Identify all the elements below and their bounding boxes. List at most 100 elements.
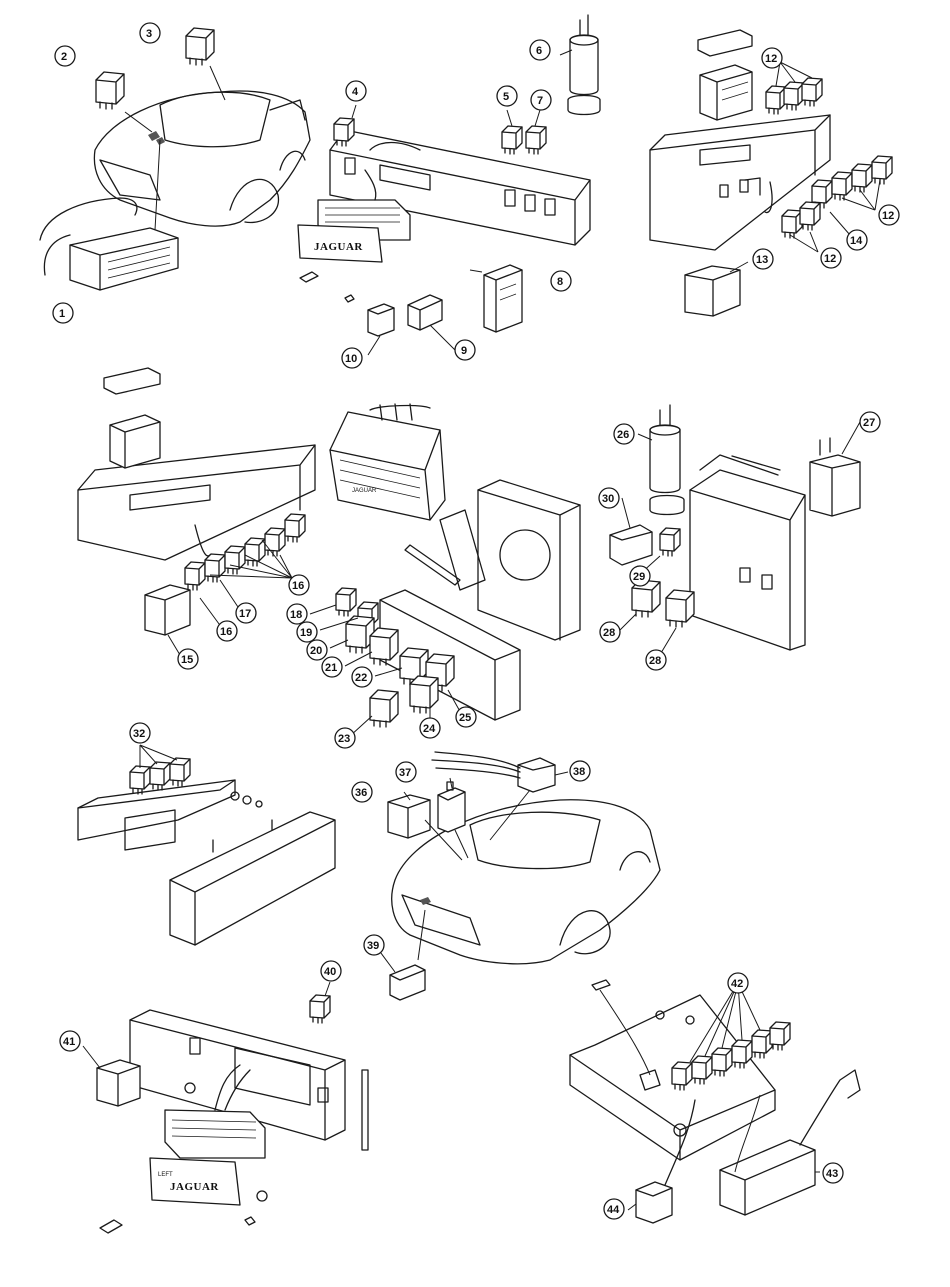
cover-panel-item-32 bbox=[169, 811, 336, 946]
connector-item-9 bbox=[407, 294, 443, 331]
callout-30: 30 bbox=[598, 487, 620, 509]
svg-text:22: 22 bbox=[355, 672, 367, 684]
svg-text:6: 6 bbox=[536, 45, 542, 57]
module-item-8 bbox=[483, 264, 523, 333]
callout-13: 13 bbox=[752, 248, 774, 270]
relay-item-13 bbox=[684, 265, 741, 317]
svg-text:27: 27 bbox=[863, 417, 875, 429]
relays-item-12-lower bbox=[781, 201, 821, 239]
callout-16-lower: 16 bbox=[216, 620, 238, 642]
callout-5: 5 bbox=[496, 85, 518, 107]
callout-28-left: 28 bbox=[599, 621, 621, 643]
fuse-box-jaguar-center: JAGUAR bbox=[297, 169, 411, 263]
ecu-module-item-1 bbox=[39, 197, 179, 291]
callout-29: 29 bbox=[629, 565, 651, 587]
svg-text:15: 15 bbox=[181, 654, 193, 666]
callout-40: 40 bbox=[320, 960, 342, 982]
svg-text:18: 18 bbox=[290, 609, 302, 621]
callout-17: 17 bbox=[235, 602, 257, 624]
relay-bracket-item-32 bbox=[77, 757, 263, 851]
svg-text:12: 12 bbox=[824, 253, 836, 265]
callout-38: 38 bbox=[569, 760, 591, 782]
connector-item-44 bbox=[635, 1099, 696, 1224]
svg-text:14: 14 bbox=[850, 235, 863, 247]
relay-item-5 bbox=[501, 125, 523, 155]
callout-22: 22 bbox=[351, 666, 373, 688]
relay-item-40 bbox=[309, 994, 331, 1024]
svg-text:30: 30 bbox=[602, 493, 614, 505]
callout-12-lower: 12 bbox=[820, 247, 842, 269]
svg-text:12: 12 bbox=[765, 53, 777, 65]
callout-12-right: 12 bbox=[878, 204, 900, 226]
callout-25: 25 bbox=[455, 706, 477, 728]
relay-panel-right-top bbox=[649, 114, 831, 251]
svg-text:42: 42 bbox=[731, 978, 743, 990]
svg-text:39: 39 bbox=[367, 940, 379, 952]
svg-text:20: 20 bbox=[310, 645, 322, 657]
capacitor-item-6 bbox=[567, 14, 601, 116]
callout-3: 3 bbox=[139, 22, 161, 44]
connector-item-10 bbox=[367, 303, 395, 337]
relay-item-15 bbox=[144, 584, 191, 636]
relay-panel-left-mid bbox=[77, 444, 316, 561]
svg-text:38: 38 bbox=[573, 766, 585, 778]
fuse-holder-right-top bbox=[697, 29, 753, 121]
switch-item-38 bbox=[431, 751, 556, 793]
relays-item-28 bbox=[631, 579, 695, 628]
callout-15: 15 bbox=[177, 648, 199, 670]
callout-39: 39 bbox=[363, 934, 385, 956]
relays-item-12-top bbox=[765, 77, 823, 115]
bracket-item-39 bbox=[389, 964, 426, 1001]
callout-20: 20 bbox=[306, 639, 328, 661]
callout-26: 26 bbox=[613, 423, 635, 445]
mounting-plate-right bbox=[689, 454, 806, 651]
svg-text:5: 5 bbox=[503, 91, 509, 103]
relay-item-3 bbox=[185, 27, 215, 66]
car-rear-center bbox=[391, 799, 661, 965]
svg-text:24: 24 bbox=[423, 723, 436, 735]
callout-43: 43 bbox=[822, 1162, 844, 1184]
callout-14: 14 bbox=[846, 229, 868, 251]
svg-text:36: 36 bbox=[355, 787, 367, 799]
svg-text:9: 9 bbox=[461, 345, 467, 357]
svg-text:16: 16 bbox=[292, 580, 304, 592]
svg-text:3: 3 bbox=[146, 28, 152, 40]
svg-text:17: 17 bbox=[239, 608, 251, 620]
left-label: LEFT bbox=[158, 1172, 173, 1178]
svg-text:41: 41 bbox=[63, 1036, 75, 1048]
svg-text:4: 4 bbox=[352, 86, 359, 98]
svg-text:1: 1 bbox=[59, 308, 65, 320]
callout-42: 42 bbox=[727, 972, 749, 994]
jaguar-logo-text: JAGUAR bbox=[314, 241, 363, 253]
relay-item-29 bbox=[659, 527, 681, 557]
capacitor-item-26 bbox=[649, 404, 685, 516]
fuse-box-jaguar-lower: JAGUAR LEFT bbox=[149, 1064, 266, 1206]
ecu-module-center-mid: JAGUAR bbox=[329, 403, 446, 521]
relay-item-2 bbox=[95, 71, 125, 110]
svg-text:44: 44 bbox=[607, 1204, 620, 1216]
mounting-plate-center bbox=[439, 479, 581, 641]
svg-text:16: 16 bbox=[220, 626, 232, 638]
svg-text:43: 43 bbox=[826, 1168, 838, 1180]
callout-1: 1 bbox=[52, 302, 74, 324]
callout-18: 18 bbox=[286, 603, 308, 625]
svg-text:21: 21 bbox=[325, 662, 337, 674]
callout-32: 32 bbox=[129, 722, 151, 744]
fuse-holder-left-mid bbox=[103, 367, 161, 469]
callout-28-right: 28 bbox=[645, 649, 667, 671]
svg-text:40: 40 bbox=[324, 966, 336, 978]
connector-item-30 bbox=[609, 524, 653, 566]
relay-item-36 bbox=[387, 794, 431, 839]
svg-text:12: 12 bbox=[882, 210, 894, 222]
callout-10: 10 bbox=[341, 347, 363, 369]
svg-text:19: 19 bbox=[300, 627, 312, 639]
callout-8: 8 bbox=[550, 270, 572, 292]
callout-41: 41 bbox=[59, 1030, 81, 1052]
svg-text:23: 23 bbox=[338, 733, 350, 745]
svg-text:28: 28 bbox=[649, 655, 661, 667]
svg-text:13: 13 bbox=[756, 254, 768, 266]
callout-9: 9 bbox=[454, 339, 476, 361]
callout-37: 37 bbox=[395, 761, 417, 783]
callout-23: 23 bbox=[334, 727, 356, 749]
